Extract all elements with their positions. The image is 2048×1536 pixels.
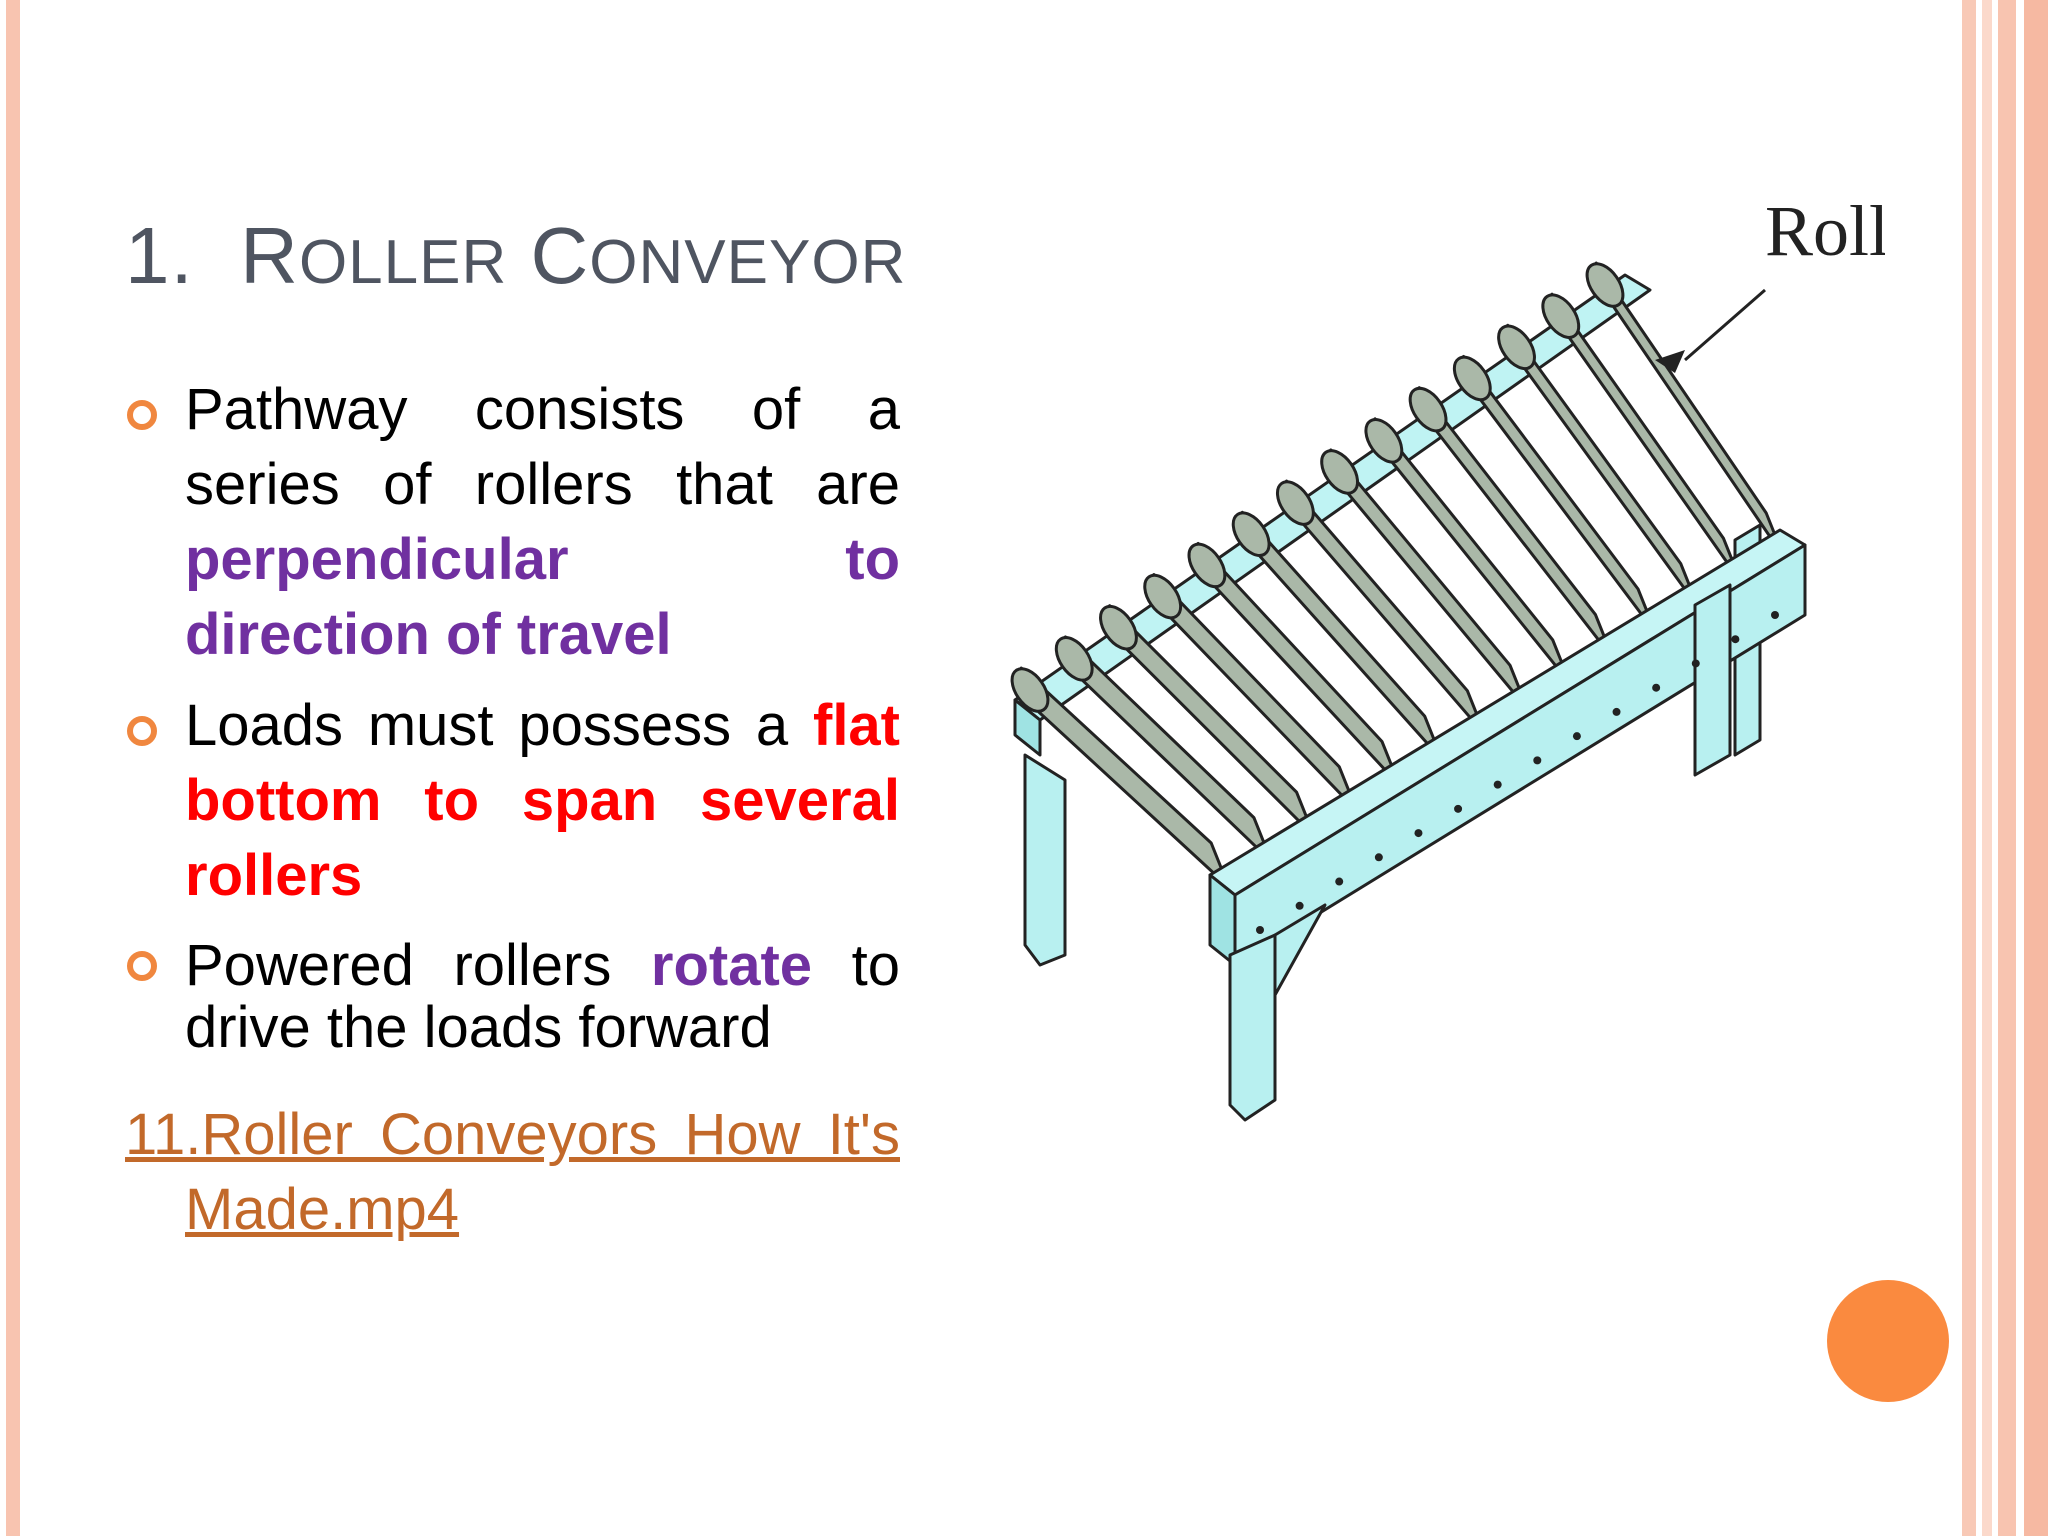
video-link[interactable]: 11.Roller Conveyors How It's Made.mp4 <box>125 1102 900 1242</box>
roller-end <box>1231 511 1271 557</box>
rivet-hole <box>1295 901 1304 910</box>
rivet-hole <box>1771 611 1779 619</box>
label-arrow <box>1684 288 1766 362</box>
right-border-stripe-1 <box>1962 0 1976 1536</box>
bullet-text: Pathway consists of a series of rollers … <box>185 377 900 517</box>
arrow-head-icon <box>1655 350 1685 373</box>
diagram-label-roll: Roll <box>1765 195 1885 271</box>
bullet-ring-icon <box>127 951 157 981</box>
slide-title: 1. ROLLER CONVEYOR <box>125 210 906 302</box>
bullet-list: Pathway consists of a series of rollers … <box>125 372 900 1075</box>
right-border-stripe-2 <box>1982 0 1992 1536</box>
bullet-highlight: perpendicular to direction of travel <box>185 527 900 667</box>
roller-end <box>1143 573 1183 620</box>
bullet-item-loads: Loads must possess a flat bottom to span… <box>125 688 900 913</box>
title-word-rest: OLLER <box>298 228 508 297</box>
bullet-ring-icon <box>127 716 157 746</box>
rivet-hole <box>1572 732 1581 741</box>
roller-end <box>1541 293 1581 339</box>
bullet-highlight: rotate <box>650 933 813 998</box>
bullet-ring-icon <box>127 400 157 430</box>
roller-end <box>1010 667 1050 713</box>
left-border-stripe <box>6 0 20 1536</box>
rivet-hole <box>1374 853 1383 862</box>
rivet-hole <box>1256 926 1264 934</box>
bullet-text: Powered rollers <box>185 933 651 998</box>
rivet-hole <box>1612 707 1621 716</box>
bullet-highlight: flat bottom to span several rollers <box>185 693 900 908</box>
roller-group <box>1010 261 1786 889</box>
roller-end <box>1320 449 1360 495</box>
roller-end <box>1275 480 1315 526</box>
roller-end <box>1054 636 1094 682</box>
title-word2-rest: ONVEYOR <box>589 228 907 297</box>
title-number: 1. <box>125 211 194 300</box>
rivet-hole <box>1691 659 1700 668</box>
rivet-holes <box>1256 611 1779 934</box>
title-word2-initial: C <box>530 211 590 300</box>
bullet-item-powered: Powered rollers rotate to drive the load… <box>125 929 900 1059</box>
bullet-item-pathway: Pathway consists of a series of rollers … <box>125 372 900 672</box>
accent-circle <box>1827 1280 1949 1402</box>
roller-end <box>1585 262 1625 308</box>
rivet-hole <box>1533 756 1542 765</box>
rivet-hole <box>1493 780 1502 789</box>
bullet-text-end: to drive the loads forward <box>185 933 900 1060</box>
rivet-hole <box>1652 683 1661 692</box>
right-border-stripe-3 <box>1998 0 2016 1536</box>
rivet-hole <box>1335 877 1344 886</box>
roller-end <box>1187 542 1227 589</box>
roller-end <box>1099 604 1138 651</box>
roller-conveyor-illustration: Roll <box>1010 195 1885 1122</box>
roller-end <box>1452 355 1492 402</box>
bullet-text: Loads must possess a <box>185 693 813 758</box>
roller-end <box>1364 418 1404 464</box>
title-word-initial: R <box>240 211 299 300</box>
rivet-hole <box>1731 635 1740 644</box>
rivet-hole <box>1454 804 1463 813</box>
roller-end <box>1408 386 1448 433</box>
right-border-stripe-4 <box>2024 0 2048 1536</box>
rivet-hole <box>1414 829 1423 838</box>
roller-end <box>1497 324 1536 371</box>
